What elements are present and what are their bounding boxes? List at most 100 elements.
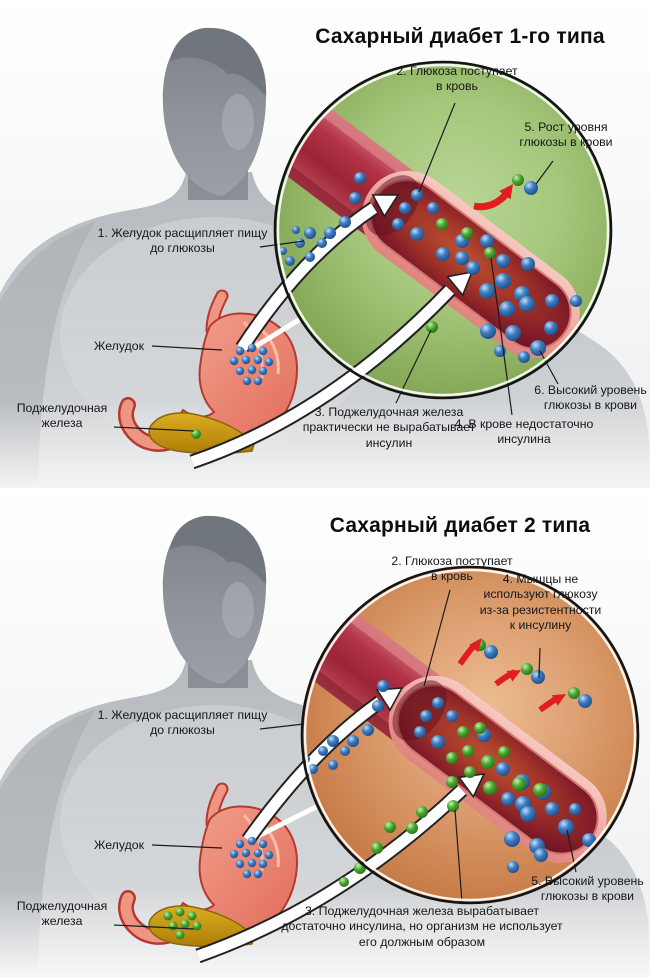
sphere xyxy=(258,859,268,869)
sphere xyxy=(340,746,350,756)
sphere xyxy=(545,294,559,308)
sphere xyxy=(229,849,239,859)
sphere xyxy=(247,365,257,375)
sphere xyxy=(461,227,473,239)
magnifier-border xyxy=(273,60,613,400)
illustration-type1 xyxy=(0,0,650,489)
sphere xyxy=(327,735,339,747)
sphere xyxy=(544,321,558,335)
annotation-muscle-insulin-resistance: 4. Мышцы не используют глюкозу из-за рез… xyxy=(479,572,602,633)
sphere xyxy=(304,227,316,239)
sphere xyxy=(229,356,239,366)
label-pancreas: Поджелудочная железа xyxy=(16,899,108,929)
sphere xyxy=(247,858,257,868)
annotation-stomach-breaks-food: 1. Желудок расщипляет пищу до глюкозы xyxy=(97,226,268,256)
sphere xyxy=(235,839,245,849)
sphere xyxy=(318,746,328,756)
sphere xyxy=(481,755,495,769)
label-stomach: Желудок xyxy=(94,339,144,353)
sphere xyxy=(505,325,521,341)
sphere xyxy=(496,762,510,776)
sphere xyxy=(241,848,251,858)
sphere xyxy=(328,760,338,770)
sphere xyxy=(410,227,424,241)
panel-type1-diabetes: Сахарный диабет 1-го типа 2. Глюкоза пос… xyxy=(0,0,650,489)
magnifier-leader-line xyxy=(252,804,318,841)
panel-title-type2: Сахарный диабет 2 типа xyxy=(329,514,591,538)
sphere xyxy=(180,919,190,929)
sphere xyxy=(175,930,185,940)
sphere xyxy=(519,296,535,312)
sphere xyxy=(568,687,580,699)
annotation-glucose-enters-blood: 2. Глюкоза поступает в кровь xyxy=(396,64,518,94)
sphere xyxy=(436,247,450,261)
panel-type2-diabetes: Сахарный диабет 2 типа 2. Глюкоза поступ… xyxy=(0,488,650,977)
magnifier-circle xyxy=(195,567,638,964)
sphere xyxy=(411,189,423,201)
sphere xyxy=(518,351,530,363)
sphere xyxy=(512,777,526,791)
sphere xyxy=(308,764,318,774)
magnifier-inner-rim xyxy=(276,63,610,397)
bottom-fade xyxy=(0,399,650,489)
sphere xyxy=(446,752,458,764)
sphere xyxy=(499,301,515,317)
sphere xyxy=(432,697,444,709)
stomach-illustration xyxy=(117,782,298,946)
sphere xyxy=(235,366,245,376)
sphere xyxy=(187,911,197,921)
sphere xyxy=(253,355,263,365)
magnifier-inner-rim xyxy=(303,568,637,902)
sphere xyxy=(569,803,581,815)
glucose-flow-arrows xyxy=(189,194,474,470)
sphere xyxy=(253,376,263,386)
sphere xyxy=(416,806,428,818)
sphere xyxy=(253,869,263,879)
insulin-dots xyxy=(163,639,580,940)
sphere xyxy=(462,745,474,757)
sphere xyxy=(420,710,432,722)
sphere xyxy=(406,822,418,834)
sphere xyxy=(354,862,366,874)
sphere xyxy=(533,783,547,797)
sphere xyxy=(480,234,494,248)
sphere xyxy=(392,218,404,230)
sphere xyxy=(545,802,559,816)
sphere xyxy=(483,781,497,795)
sphere xyxy=(339,216,351,228)
sphere xyxy=(447,800,459,812)
callout-lines xyxy=(113,102,559,432)
sphere xyxy=(464,766,476,778)
sphere xyxy=(371,842,383,854)
sphere xyxy=(399,202,411,214)
sphere xyxy=(292,226,300,234)
sphere xyxy=(474,722,486,734)
sphere xyxy=(372,700,384,712)
sphere xyxy=(258,346,268,356)
sphere xyxy=(524,181,538,195)
sphere xyxy=(521,257,535,271)
magnifier-leader-line xyxy=(254,315,304,349)
sphere xyxy=(242,869,252,879)
sphere xyxy=(446,710,458,722)
annotation-glucose-level-rises: 5. Рост уровня глюкозы в крови xyxy=(519,120,613,150)
sphere xyxy=(305,252,315,262)
sphere xyxy=(242,376,252,386)
sphere xyxy=(582,833,596,847)
sphere xyxy=(264,357,274,367)
sphere xyxy=(484,247,496,259)
sphere xyxy=(192,921,202,931)
sphere xyxy=(466,261,480,275)
label-stomach: Желудок xyxy=(94,838,144,852)
sphere xyxy=(241,355,251,365)
glucose-escape-arrows xyxy=(457,638,566,713)
sphere xyxy=(377,680,389,692)
sphere xyxy=(578,694,592,708)
sphere xyxy=(285,256,295,266)
sphere xyxy=(521,663,533,675)
annotation-high-glucose: 6. Высокий уровень глюкозы в крови xyxy=(534,383,647,413)
sphere xyxy=(339,877,349,887)
sphere xyxy=(235,346,245,356)
sphere xyxy=(427,202,439,214)
sphere xyxy=(247,836,257,846)
